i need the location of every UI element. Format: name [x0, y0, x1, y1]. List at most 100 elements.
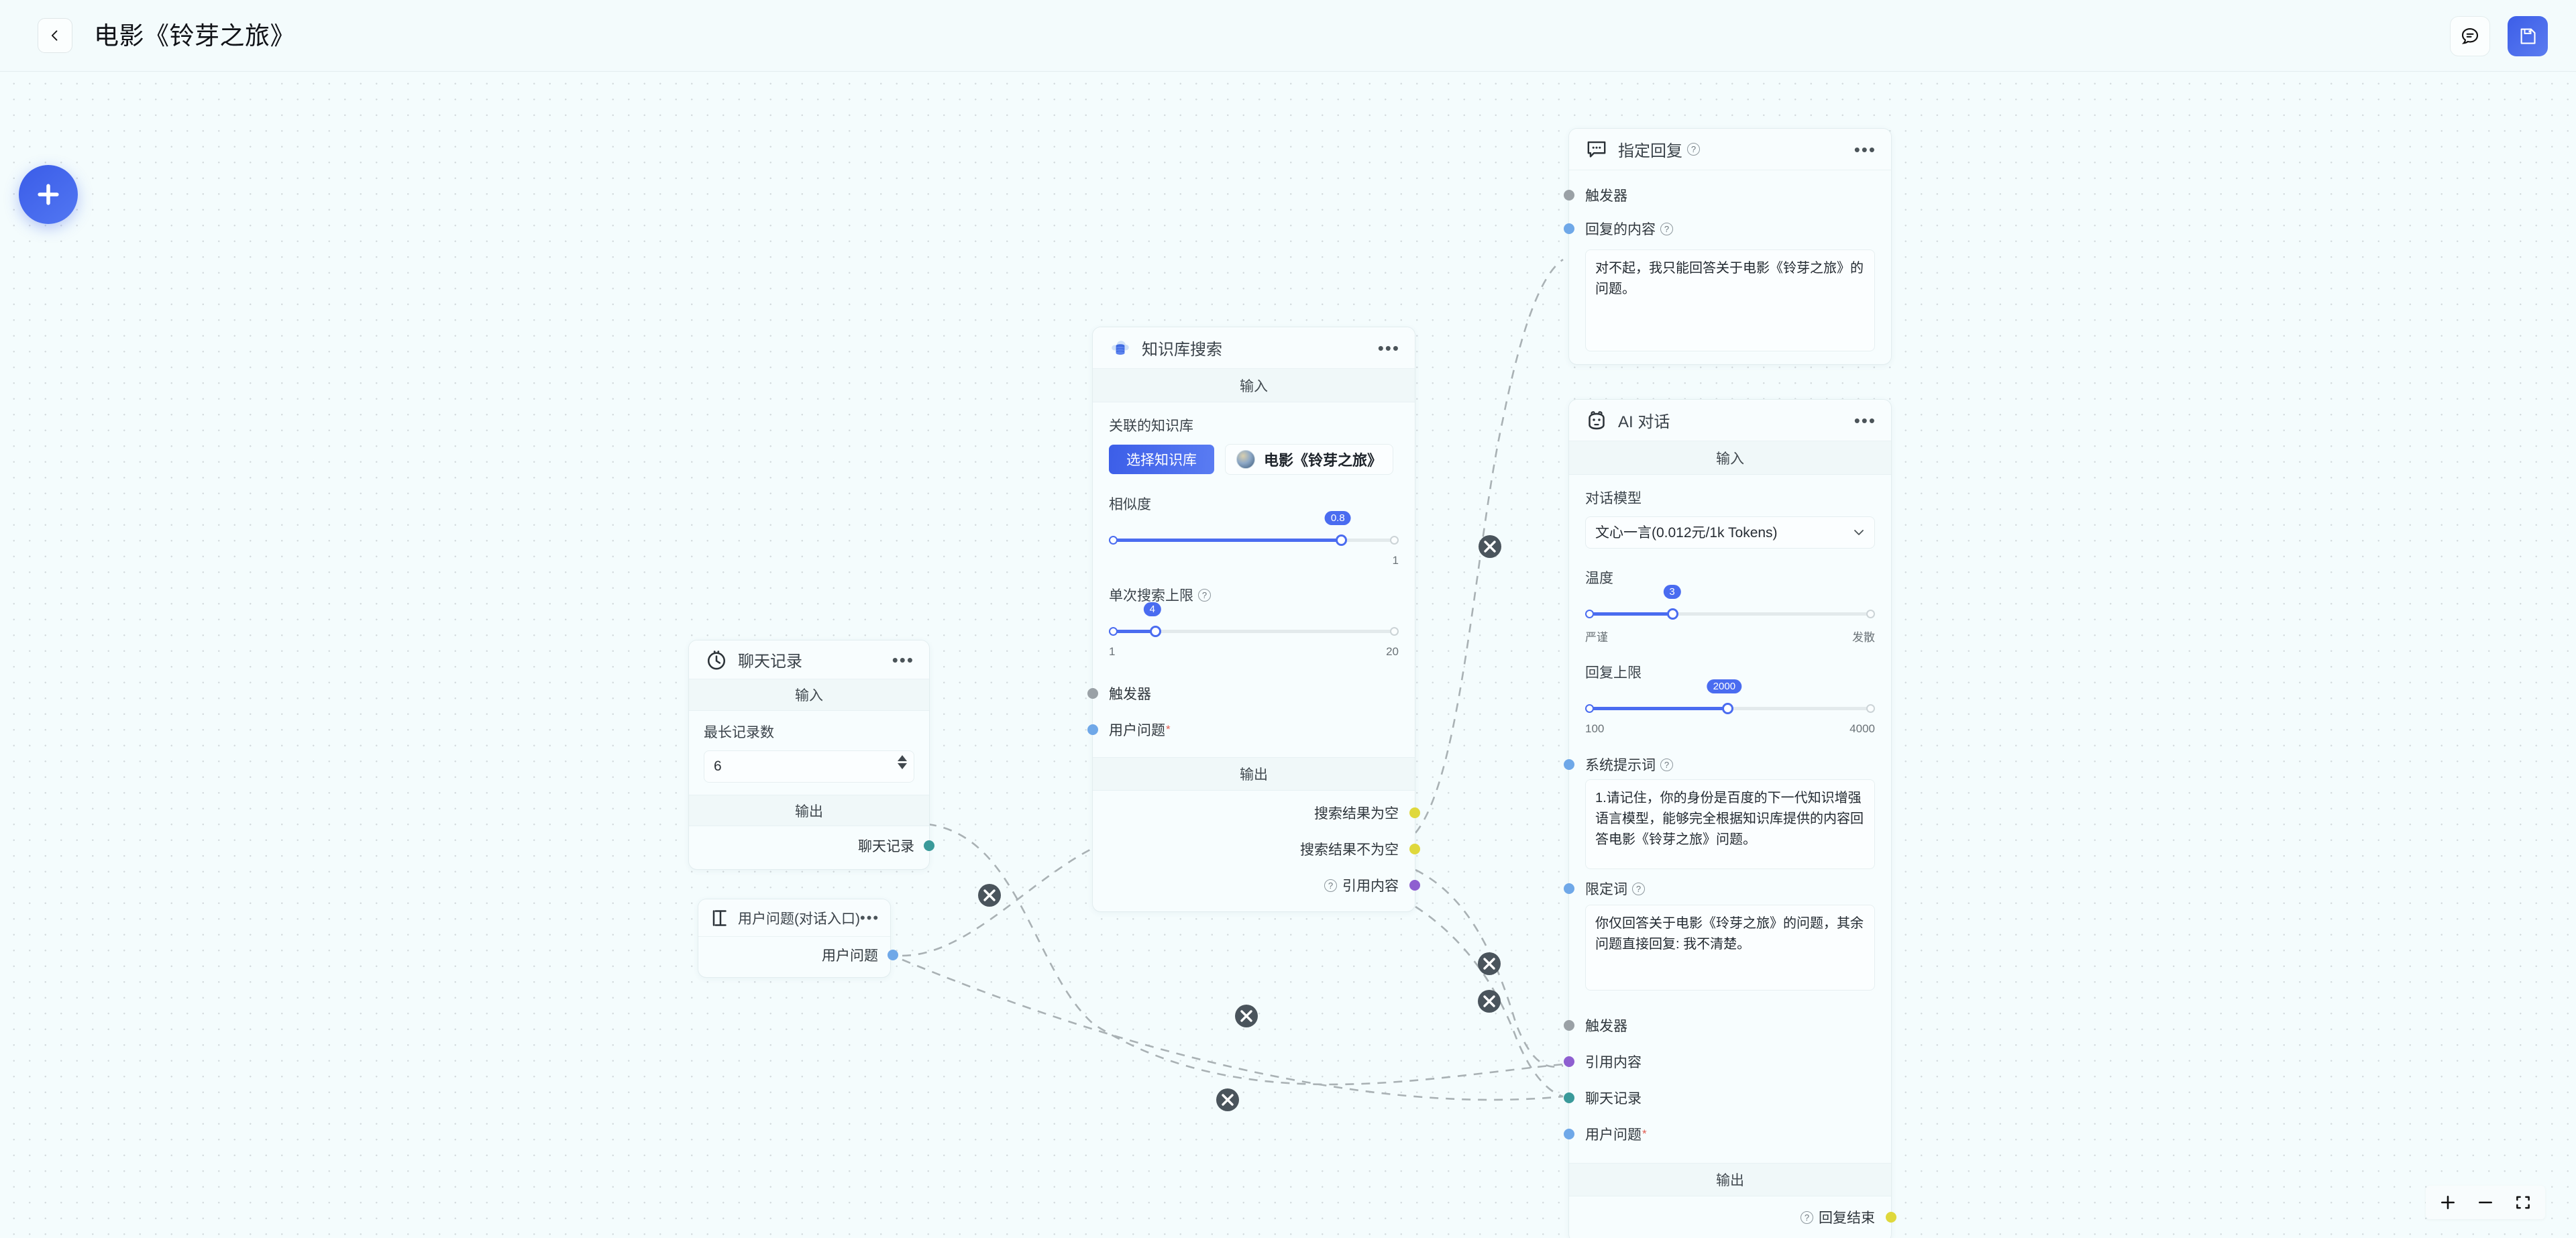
add-node-button[interactable]: [19, 165, 78, 224]
node-header[interactable]: 聊天记录 •••: [689, 640, 929, 679]
port-row-empty-result[interactable]: 搜索结果为空: [1109, 795, 1420, 831]
node-designated-reply[interactable]: 指定回复 ? ••• 触发器 回复的内容 ?: [1564, 128, 1892, 365]
node-menu-button[interactable]: •••: [1854, 139, 1876, 160]
limit-word-textarea[interactable]: [1585, 905, 1875, 991]
port-row-reference-content[interactable]: 引用内容: [1564, 1044, 1875, 1080]
port-row-chat-history[interactable]: 聊天记录: [1564, 1080, 1875, 1116]
edge-delete-button[interactable]: [978, 884, 1001, 907]
edge-delete-button[interactable]: [1478, 952, 1501, 975]
flow-canvas[interactable]: 指定回复 ? ••• 触发器 回复的内容 ?: [0, 72, 2576, 1238]
tick-min: 100: [1585, 722, 1605, 735]
node-menu-button[interactable]: •••: [1377, 337, 1400, 358]
slider-start-dot: [1585, 610, 1594, 618]
chevron-left-icon: [51, 30, 58, 41]
port-row-trigger[interactable]: 触发器: [1087, 675, 1399, 712]
zoom-in-button[interactable]: [2439, 1194, 2457, 1211]
search-limit-slider[interactable]: 4: [1109, 602, 1399, 644]
port-row-system-prompt[interactable]: 系统提示词 ?: [1564, 750, 1875, 779]
edge-delete-button[interactable]: [1235, 1005, 1258, 1027]
help-icon[interactable]: ?: [1660, 222, 1673, 235]
port-dot-user-question[interactable]: [888, 950, 898, 960]
edge-delete-button[interactable]: [1479, 535, 1501, 558]
port-dot-trigger[interactable]: [1564, 1020, 1574, 1031]
max-records-input-wrap[interactable]: [704, 750, 914, 783]
slider-knob[interactable]: [1721, 703, 1733, 714]
help-icon[interactable]: ?: [1687, 143, 1700, 156]
zoom-out-button[interactable]: [2477, 1194, 2494, 1211]
port-dot-reference-content[interactable]: [1564, 1056, 1574, 1067]
temperature-label: 温度: [1585, 571, 1613, 586]
help-icon[interactable]: ?: [1198, 588, 1211, 602]
port-row-user-question[interactable]: 用户问题 *: [1087, 712, 1399, 748]
temperature-slider[interactable]: 3: [1585, 585, 1875, 626]
port-row-trigger[interactable]: 触发器: [1564, 177, 1875, 213]
help-icon[interactable]: ?: [1660, 758, 1673, 771]
fit-screen-button[interactable]: [2514, 1194, 2532, 1211]
back-button[interactable]: [38, 18, 72, 53]
port-row-nonempty-result[interactable]: 搜索结果不为空: [1109, 831, 1420, 867]
edge-delete-button[interactable]: [1216, 1088, 1239, 1111]
minus-icon: [2479, 1201, 2492, 1204]
node-menu-button[interactable]: •••: [860, 909, 880, 926]
help-icon[interactable]: ?: [1632, 882, 1645, 895]
port-dot-reply-finished[interactable]: [1886, 1212, 1896, 1223]
similarity-slider[interactable]: 0.8: [1109, 511, 1399, 553]
required-marker: *: [1166, 723, 1171, 736]
node-header[interactable]: 知识库搜索 •••: [1093, 327, 1415, 369]
select-kb-button[interactable]: 选择知识库: [1109, 445, 1214, 474]
max-records-input[interactable]: [704, 750, 914, 783]
node-ai-chat[interactable]: AI 对话 ••• 输入 对话模型 文心一言(0.012元/1k Tokens)…: [1564, 399, 1896, 1238]
model-select-wrap[interactable]: 文心一言(0.012元/1k Tokens): [1585, 516, 1875, 549]
stepper-down-icon[interactable]: [898, 763, 907, 769]
node-kb-search[interactable]: 知识库搜索 ••• 输入 关联的知识库 选择知识库 电影《铃芽之旅》 相似度: [1087, 327, 1420, 912]
tick-max: 1: [1392, 554, 1399, 567]
port-row-user-question[interactable]: 用户问题: [710, 940, 898, 970]
port-dot-reference-content[interactable]: [1409, 880, 1420, 891]
help-icon[interactable]: ?: [1801, 1211, 1813, 1224]
node-header[interactable]: 用户问题(对话入口) •••: [698, 899, 890, 937]
port-dot-chat-history[interactable]: [1564, 1092, 1574, 1103]
port-dot-trigger[interactable]: [1087, 688, 1098, 699]
number-stepper[interactable]: [898, 755, 907, 769]
reply-content-textarea[interactable]: [1585, 249, 1875, 351]
slider-knob[interactable]: [1666, 608, 1678, 620]
port-row-user-question[interactable]: 用户问题 *: [1564, 1116, 1875, 1152]
input-section-label: 输入: [1093, 369, 1415, 402]
max-tokens-slider[interactable]: 2000: [1585, 679, 1875, 721]
save-button[interactable]: [2508, 16, 2548, 56]
node-user-question[interactable]: 用户问题(对话入口) ••• 用户问题: [698, 899, 898, 978]
node-menu-button[interactable]: •••: [1854, 410, 1876, 431]
stepper-up-icon[interactable]: [898, 755, 907, 761]
kb-chip[interactable]: 电影《铃芽之旅》: [1225, 444, 1394, 475]
tick-max: 发散: [1852, 631, 1875, 644]
port-row-reference-content[interactable]: ? 引用内容: [1109, 867, 1420, 903]
slider-knob[interactable]: [1335, 534, 1347, 546]
port-dot-user-question[interactable]: [1564, 1129, 1574, 1139]
port-row-reply-finished[interactable]: ? 回复结束: [1585, 1199, 1896, 1235]
system-prompt-textarea[interactable]: [1585, 779, 1875, 869]
port-dot-limit-word[interactable]: [1564, 883, 1574, 894]
port-dot-trigger[interactable]: [1564, 190, 1574, 201]
max-tokens-label: 回复上限: [1585, 665, 1642, 681]
port-dot-user-question[interactable]: [1087, 724, 1098, 735]
help-icon[interactable]: ?: [1324, 879, 1337, 892]
port-dot-empty-result[interactable]: [1409, 807, 1420, 818]
search-limit-text: 单次搜索上限: [1109, 588, 1193, 604]
node-chat-history[interactable]: 聊天记录 ••• 输入 最长记录数 输出 聊天记录: [688, 640, 934, 870]
port-dot-nonempty-result[interactable]: [1409, 844, 1420, 854]
slider-knob[interactable]: [1150, 626, 1162, 637]
node-menu-button[interactable]: •••: [892, 649, 914, 670]
port-row-trigger[interactable]: 触发器: [1564, 1007, 1875, 1044]
node-header[interactable]: AI 对话 •••: [1569, 400, 1891, 441]
port-dot-system-prompt[interactable]: [1564, 759, 1574, 770]
port-row-chat-history[interactable]: 聊天记录: [704, 830, 934, 861]
node-header[interactable]: 指定回复 ? •••: [1569, 129, 1891, 170]
port-row-limit-word[interactable]: 限定词 ?: [1564, 873, 1875, 905]
port-dot-reply-content[interactable]: [1564, 223, 1574, 234]
edge-delete-button[interactable]: [1478, 990, 1501, 1013]
port-dot-chat-history[interactable]: [924, 840, 934, 851]
output-section-label: 输出: [1093, 757, 1415, 791]
port-row-reply-content[interactable]: 回复的内容 ?: [1564, 213, 1875, 244]
model-select[interactable]: 文心一言(0.012元/1k Tokens): [1585, 516, 1875, 549]
chat-preview-button[interactable]: [2450, 16, 2490, 56]
